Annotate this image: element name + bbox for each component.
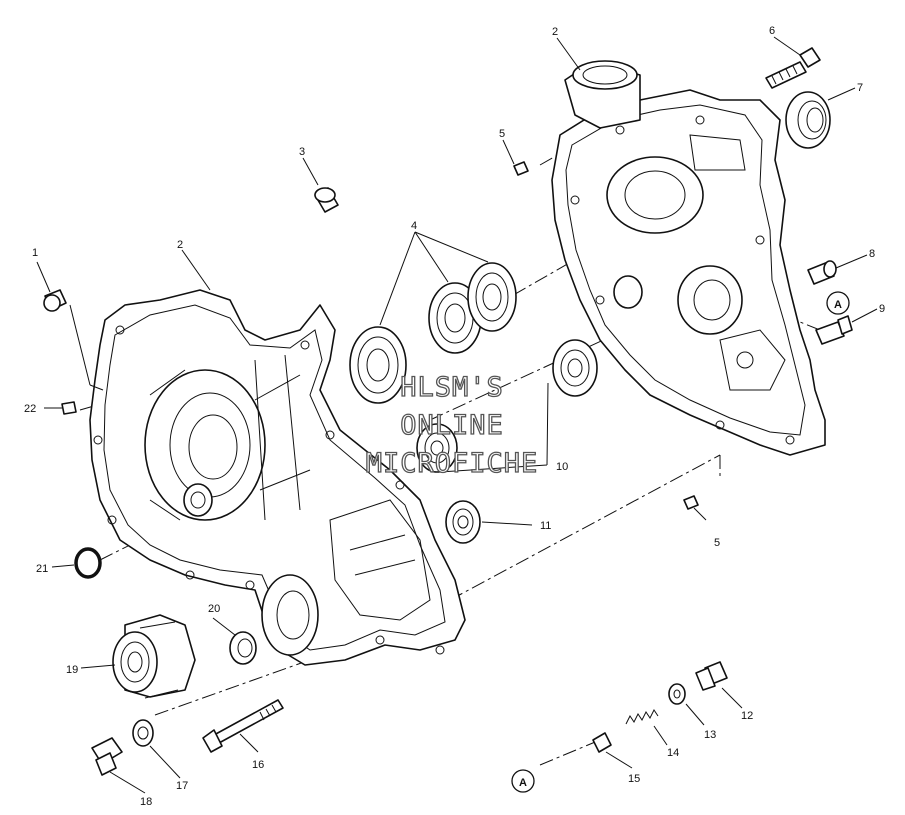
part-17-washer [132, 719, 154, 747]
label-part-8: 8 [869, 248, 875, 260]
part-8-bushing [807, 260, 837, 285]
label-part-13: 13 [704, 729, 716, 741]
reference-marker-a-bottom: A [511, 769, 535, 793]
part-11-bearing [445, 500, 481, 544]
part-19-cover [112, 614, 196, 699]
label-part-9: 9 [879, 303, 885, 315]
part-5-pin-bottom [683, 495, 699, 510]
label-part-6: 6 [769, 25, 775, 37]
label-part-2-left: 2 [177, 239, 183, 251]
part-10-bearing-right [552, 339, 598, 397]
reference-marker-a-top: A [826, 291, 850, 315]
part-13-washer [668, 683, 686, 705]
label-part-11: 11 [540, 520, 551, 532]
part-12-plug [695, 661, 728, 691]
part-1-bushing [43, 289, 67, 312]
part-15-valve [592, 732, 612, 753]
label-part-10: 10 [556, 461, 568, 473]
part-16-bolt [202, 699, 284, 753]
watermark: HLSM'S ONLINE MICROFICHE [365, 371, 539, 479]
left-crankcase-half [89, 289, 466, 666]
watermark-line-1: HLSM'S [400, 372, 504, 403]
svg-text:A: A [519, 777, 527, 789]
label-part-3: 3 [299, 146, 305, 158]
part-20-seal [229, 631, 257, 665]
part-21-o-ring [74, 547, 102, 579]
label-part-5-top: 5 [499, 128, 505, 140]
label-part-16: 16 [252, 759, 264, 771]
label-part-22: 22 [24, 403, 36, 415]
leader-lines [36, 36, 878, 794]
label-part-12: 12 [741, 710, 753, 722]
part-6-bolt [765, 47, 821, 89]
part-9-fitting [815, 315, 853, 345]
svg-text:A: A [834, 299, 842, 311]
label-part-14: 14 [667, 747, 679, 759]
part-7-oil-seal [785, 91, 831, 149]
part-22-pin [61, 401, 77, 415]
watermark-line-2: ONLINE [400, 410, 504, 441]
label-part-2-right: 2 [552, 26, 558, 38]
part-18-drain-plug [91, 737, 123, 776]
part-4-bearing-large [349, 326, 407, 404]
label-part-19: 19 [66, 664, 78, 676]
label-part-17: 17 [176, 780, 188, 792]
label-part-4: 4 [411, 220, 417, 232]
label-part-20: 20 [208, 603, 220, 615]
label-part-21: 21 [36, 563, 48, 575]
watermark-line-3: MICROFICHE [366, 448, 539, 479]
label-part-7: 7 [857, 82, 863, 94]
right-crankcase-half [551, 60, 826, 456]
label-part-5-bottom: 5 [714, 537, 720, 549]
part-14-spring [625, 709, 659, 725]
part-labels: 1 2 2 3 4 5 5 6 7 8 9 10 11 12 13 14 15 … [24, 25, 885, 808]
part-4-bearing-small [467, 262, 517, 332]
part-10-bearing-left [416, 423, 458, 473]
part-5-pin-top [513, 161, 529, 176]
label-part-15: 15 [628, 773, 640, 785]
label-part-1: 1 [32, 247, 38, 259]
label-part-18: 18 [140, 796, 152, 808]
part-3-dowel [314, 187, 339, 213]
